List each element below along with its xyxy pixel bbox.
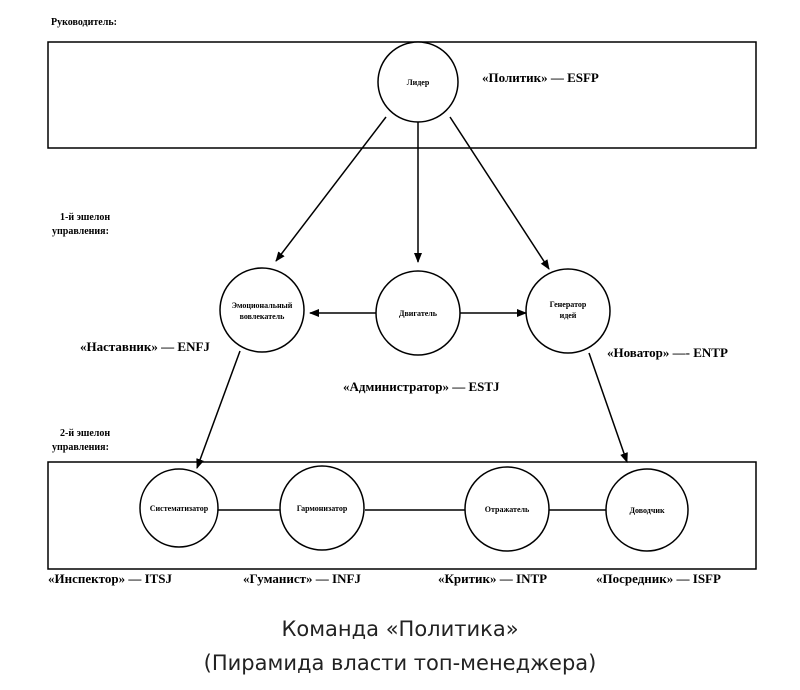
level-echelon2-label-1: 2-й эшелон — [60, 428, 110, 439]
node-reflector-label: Отражатель — [485, 505, 530, 514]
node-generator-label-1: Генератор — [550, 300, 587, 309]
node-generator — [525, 268, 611, 354]
role-mentor: «Наставник» — ENFJ — [80, 339, 210, 354]
role-politician: «Политик» — ESFP — [482, 70, 599, 85]
echelon2-box — [47, 461, 757, 570]
role-mediator: «Посредник» — ISFP — [596, 571, 721, 586]
node-harmonizer-label: Гармонизатор — [297, 504, 348, 513]
node-systematizer-label: Систематизатор — [150, 504, 209, 513]
arrow-leader-generator — [449, 116, 550, 270]
caption-subtitle: (Пирамида власти топ-менеджера) — [204, 651, 597, 675]
node-harmonizer — [279, 465, 365, 551]
node-finisher — [605, 468, 689, 552]
role-administrator: «Администратор» — ESTJ — [343, 379, 500, 394]
level-echelon2-label-2: управления: — [52, 442, 109, 453]
role-critic: «Критик» — INTP — [438, 571, 547, 586]
level-echelon1-label-1: 1-й эшелон — [60, 212, 110, 223]
level-echelon1-label-2: управления: — [52, 226, 109, 237]
node-emotional-label-2: вовлекатель — [240, 312, 286, 321]
node-finisher-label: Доводчик — [629, 506, 665, 515]
node-engine-label: Двигатель — [399, 309, 438, 318]
role-innovator: «Новатор» —- ENTP — [607, 345, 728, 360]
arrow-emotional-systematizer — [196, 350, 241, 469]
node-engine — [375, 270, 461, 356]
level-leader-label: Руководитель: — [51, 17, 117, 28]
node-reflector — [464, 466, 550, 552]
leader-box — [47, 41, 757, 149]
role-humanist: «Гуманист» — INFJ — [243, 571, 361, 586]
node-generator-label-2: идей — [560, 311, 577, 320]
node-systematizer — [139, 468, 219, 548]
node-emotional — [219, 267, 305, 353]
role-inspector: «Инспектор» — ITSJ — [48, 571, 173, 586]
node-emotional-label-1: Эмоциональный — [232, 301, 293, 310]
node-leader-label: Лидер — [407, 78, 430, 87]
arrow-leader-emotional — [275, 116, 387, 262]
arrow-generator-finisher — [588, 352, 628, 463]
node-leader — [377, 41, 459, 123]
caption-title: Команда «Политика» — [281, 617, 518, 641]
